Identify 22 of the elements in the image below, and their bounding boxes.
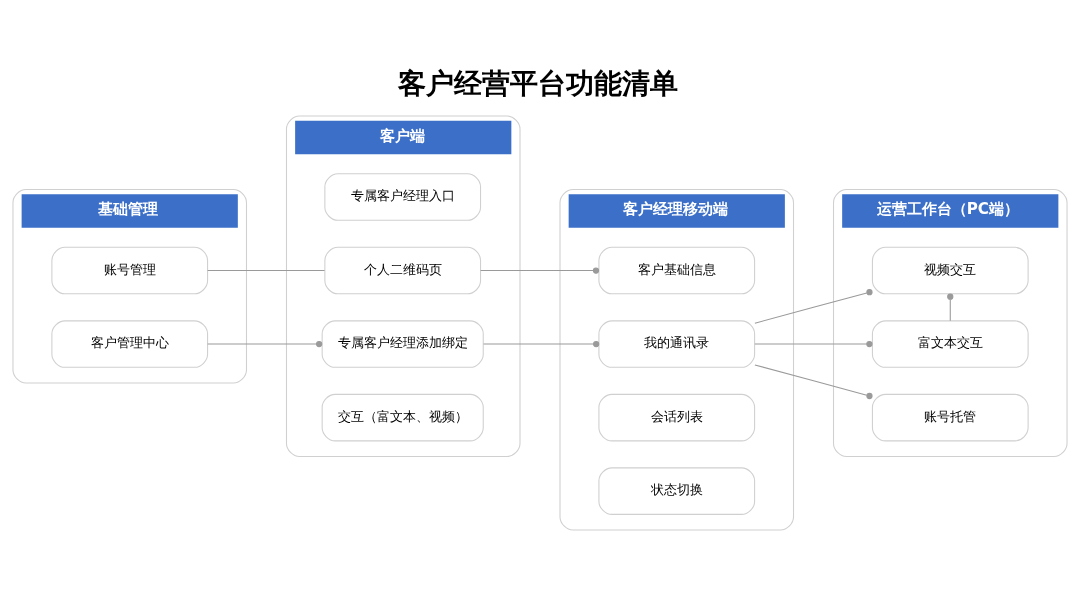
connector bbox=[207, 340, 323, 348]
node-box: 客户管理中心 bbox=[51, 320, 209, 368]
node-box: 账号托管 bbox=[871, 393, 1029, 442]
connector bbox=[754, 340, 873, 348]
node-box: 状态切换 bbox=[598, 467, 756, 515]
node-box: 专属客户经理入口 bbox=[324, 173, 482, 221]
connector bbox=[754, 289, 873, 324]
connector bbox=[480, 267, 600, 274]
connector bbox=[207, 270, 326, 272]
connector bbox=[754, 364, 873, 400]
diagram-title: 客户经营平台功能清单 bbox=[397, 67, 678, 101]
node-box: 交互（富文本、视频） bbox=[321, 393, 484, 442]
connector bbox=[947, 293, 954, 322]
node-box: 客户基础信息 bbox=[598, 246, 756, 295]
node-box: 个人二维码页 bbox=[324, 246, 482, 295]
connector bbox=[482, 340, 600, 348]
node-box: 视频交互 bbox=[871, 246, 1029, 295]
node-box: 会话列表 bbox=[598, 393, 756, 442]
node-box: 账号管理 bbox=[51, 246, 209, 295]
node-box: 富文本交互 bbox=[871, 320, 1029, 368]
node-box: 我的通讯录 bbox=[598, 320, 756, 368]
node-box: 专属客户经理添加绑定 bbox=[321, 320, 484, 368]
